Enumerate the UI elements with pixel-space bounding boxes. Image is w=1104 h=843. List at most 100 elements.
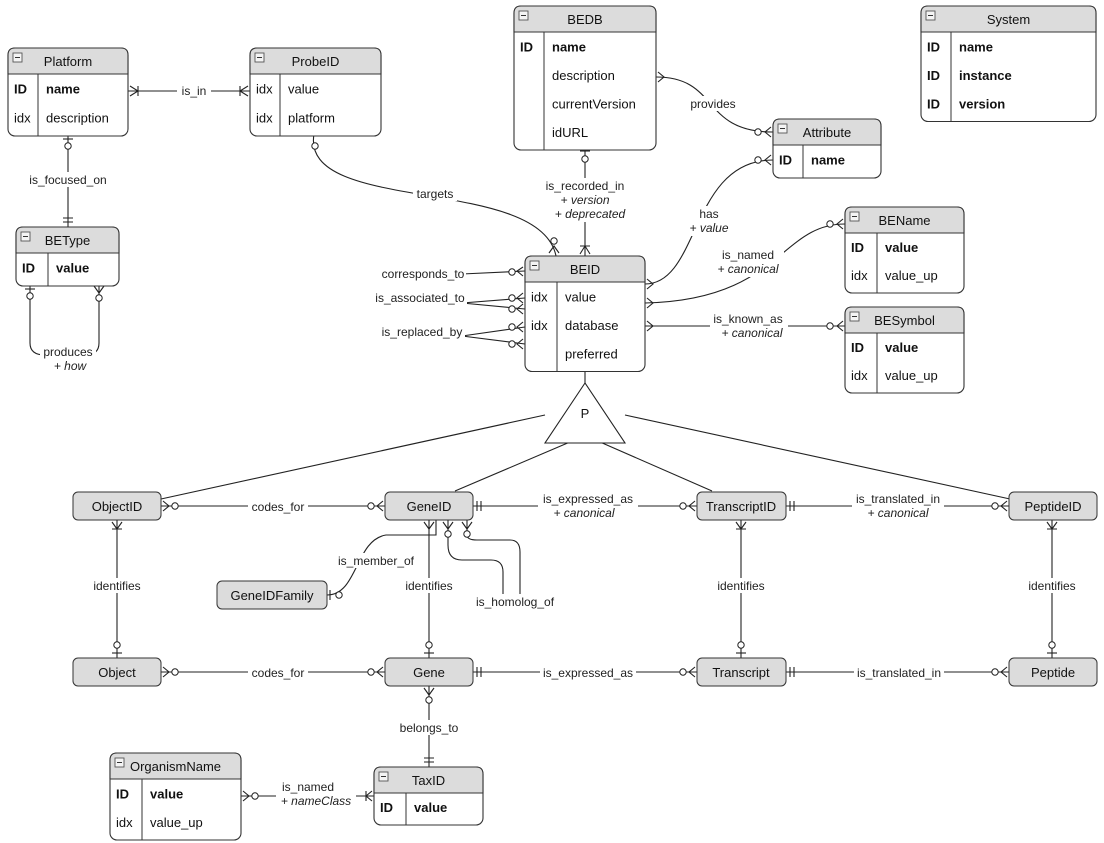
rel-produces[interactable]: produces: [43, 345, 92, 359]
partition-label: P: [581, 406, 590, 421]
rel-is-recorded-in[interactable]: is_recorded_in: [546, 179, 625, 193]
entity-probeid-attribute[interactable]: platform: [288, 111, 335, 126]
entity-peptide[interactable]: Peptide: [1008, 657, 1098, 687]
entity-geneidfamily[interactable]: GeneIDFamily: [216, 580, 328, 610]
entity-object[interactable]: Object: [72, 657, 162, 687]
entity-besymbol-attribute[interactable]: value_up: [885, 368, 938, 383]
entity-geneid[interactable]: GeneID: [384, 491, 474, 521]
entity-system-attribute[interactable]: name: [959, 39, 993, 54]
entity-peptideid[interactable]: PeptideID: [1008, 491, 1098, 521]
collapse-icon[interactable]: [777, 123, 788, 134]
rel-has[interactable]: has: [699, 207, 718, 221]
rel-is-associated-to[interactable]: is_associated_to: [375, 291, 465, 305]
rel-is-replaced-by[interactable]: is_replaced_by: [382, 325, 463, 339]
entity-attribute-title: Attribute: [803, 125, 851, 140]
entity-bename-attribute[interactable]: value: [885, 240, 918, 255]
partition-node[interactable]: P: [543, 382, 627, 444]
entity-besymbol-title: BESymbol: [874, 313, 935, 328]
entity-taxid-key: ID: [380, 800, 393, 815]
rel-identifies-peptide[interactable]: identifies: [1028, 579, 1075, 593]
entity-transcript[interactable]: Transcript: [696, 657, 787, 687]
rel-is-named-tax[interactable]: is_named: [282, 780, 334, 794]
simple-entities: ObjectID GeneID TranscriptID PeptideID G…: [72, 491, 1098, 687]
entity-organismname-title: OrganismName: [130, 759, 221, 774]
connectors: [29, 76, 1053, 797]
rel-codes-for-id[interactable]: codes_for: [252, 500, 305, 514]
rel-is-expressed-as[interactable]: is_expressed_as: [543, 666, 633, 680]
collapse-icon[interactable]: [529, 260, 540, 271]
entity-organismname-attribute[interactable]: value_up: [150, 815, 203, 830]
rel-identifies-object[interactable]: identifies: [93, 579, 140, 593]
rel-is-named[interactable]: is_named: [722, 248, 774, 262]
collapse-icon[interactable]: [849, 211, 860, 222]
rel-is-expressed-as-id[interactable]: is_expressed_as: [543, 492, 633, 506]
entity-organismname-attribute[interactable]: value: [150, 786, 183, 801]
entity-bedb-attribute[interactable]: description: [552, 68, 615, 83]
entity-peptideid-title: PeptideID: [1024, 499, 1081, 514]
collapse-icon[interactable]: [925, 10, 936, 21]
collapse-icon[interactable]: [114, 757, 125, 768]
rel-is-translated-in-id-canonical: + canonical: [867, 506, 928, 520]
entity-gene[interactable]: Gene: [384, 657, 474, 687]
rel-belongs-to[interactable]: belongs_to: [400, 721, 459, 735]
collapse-icon[interactable]: [254, 52, 265, 63]
entity-attribute-attribute[interactable]: name: [811, 153, 845, 168]
rel-identifies-transcript[interactable]: identifies: [717, 579, 764, 593]
entity-besymbol-attribute[interactable]: value: [885, 340, 918, 355]
entity-betype-key: ID: [22, 261, 35, 276]
entity-system-attribute[interactable]: version: [959, 96, 1005, 111]
rel-codes-for[interactable]: codes_for: [252, 666, 305, 680]
entity-transcript-title: Transcript: [712, 665, 770, 680]
entity-system-key: ID: [927, 68, 940, 83]
entity-beid-attribute[interactable]: database: [565, 318, 619, 333]
rel-provides[interactable]: provides: [690, 97, 735, 111]
collapse-icon[interactable]: [12, 52, 23, 63]
entity-beid-attribute[interactable]: value: [565, 289, 596, 304]
rel-is-focused-on[interactable]: is_focused_on: [29, 173, 106, 187]
collapse-icon[interactable]: [849, 311, 860, 322]
collapse-icon[interactable]: [378, 771, 389, 782]
entity-system-key: ID: [927, 96, 940, 111]
entity-bedb-title: BEDB: [567, 12, 602, 27]
entity-taxid-attribute[interactable]: value: [414, 800, 447, 815]
rel-is-member-of[interactable]: is_member_of: [338, 554, 415, 568]
rel-is-known-as[interactable]: is_known_as: [713, 312, 782, 326]
entity-platform-attribute[interactable]: name: [46, 82, 80, 97]
entity-transcriptid[interactable]: TranscriptID: [696, 491, 787, 521]
rel-is-in[interactable]: is_in: [182, 84, 207, 98]
collapse-icon[interactable]: [20, 231, 31, 242]
entity-system-attribute[interactable]: instance: [959, 68, 1012, 83]
entity-attribute-key: ID: [779, 153, 792, 168]
rel-is-homolog-of[interactable]: is_homolog_of: [476, 595, 555, 609]
entity-platform-attribute[interactable]: description: [46, 111, 109, 126]
rel-targets[interactable]: targets: [417, 187, 454, 201]
entity-beid-attribute[interactable]: preferred: [565, 346, 618, 361]
entity-bedb-attribute[interactable]: currentVersion: [552, 96, 636, 111]
rel-is-translated-in-id[interactable]: is_translated_in: [856, 492, 940, 506]
entity-bename-attribute[interactable]: value_up: [885, 268, 938, 283]
rel-corresponds-to[interactable]: corresponds_to: [382, 267, 465, 281]
entity-objectid[interactable]: ObjectID: [72, 491, 162, 521]
entity-betype-attribute[interactable]: value: [56, 261, 89, 276]
rel-identifies-gene[interactable]: identifies: [405, 579, 452, 593]
rel-is-translated-in[interactable]: is_translated_in: [857, 666, 941, 680]
entity-gene-title: Gene: [413, 665, 445, 680]
rel-is-recorded-in-version: + version: [560, 193, 609, 207]
entity-probeid-attribute[interactable]: value: [288, 82, 319, 97]
collapse-icon[interactable]: [518, 10, 529, 21]
entity-bedb-attribute[interactable]: idURL: [552, 125, 588, 140]
entity-bename-key: ID: [851, 240, 864, 255]
entity-besymbol-key: ID: [851, 340, 864, 355]
entity-bedb-attribute[interactable]: name: [552, 39, 586, 54]
